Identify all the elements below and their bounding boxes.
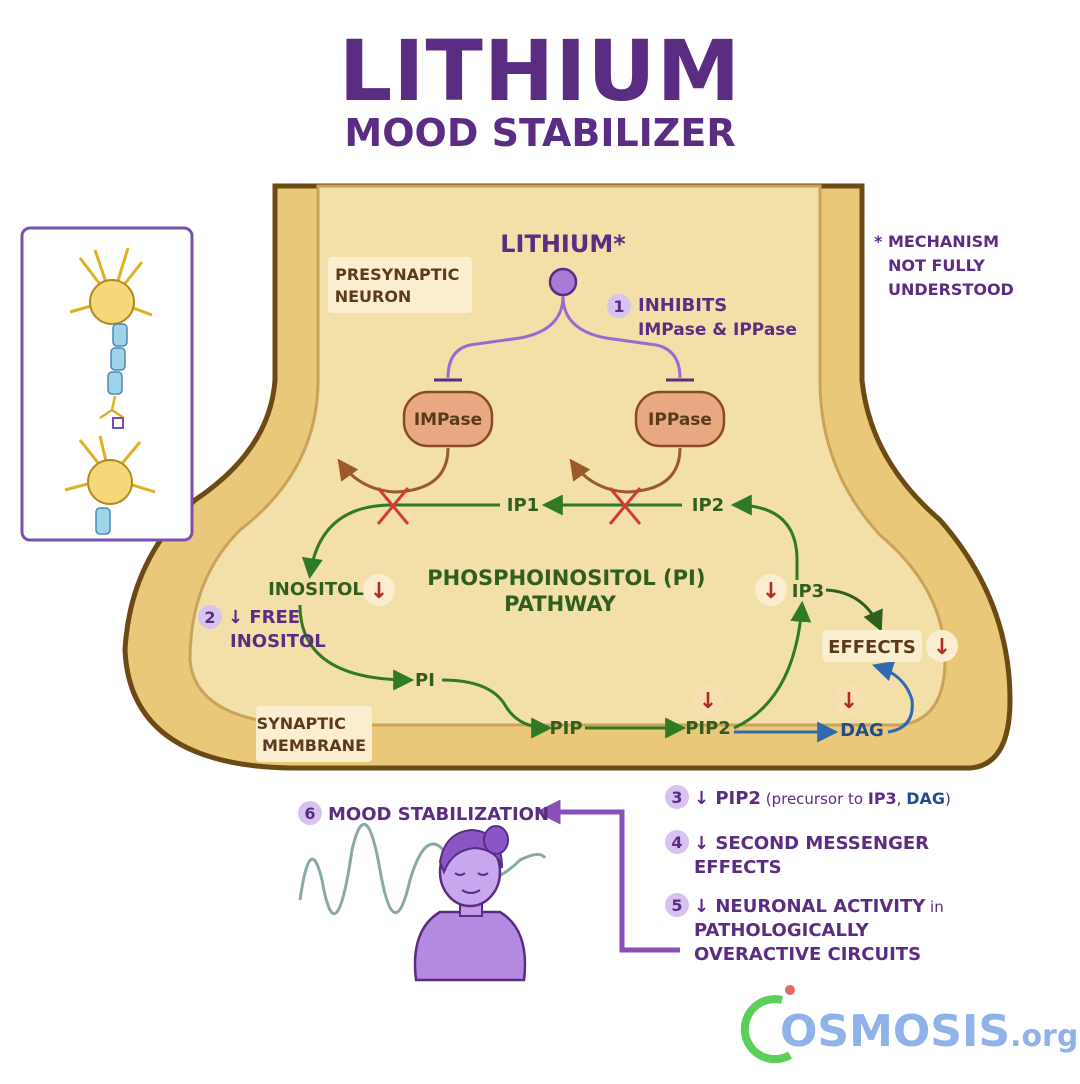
- step-5-badge: [665, 893, 689, 917]
- bottom-neuron-soma: [87, 459, 133, 505]
- decrease-pip2: ↓: [699, 689, 717, 714]
- step-1-text: INHIBITS IMPase & IPPase: [638, 295, 797, 340]
- step-3-num: 3: [671, 788, 682, 807]
- osmosis-logo: OSMOSIS.org: [740, 985, 1078, 1064]
- impase-enzyme: [402, 390, 494, 448]
- outcome-arrow: [535, 799, 680, 953]
- decrease-inositol: ↓: [370, 579, 388, 604]
- step-5-text: ↓ NEURONAL ACTIVITY in PATHOLOGICALLY OV…: [694, 896, 950, 965]
- step-3-badge: [665, 785, 689, 809]
- pi-label: PI: [415, 670, 435, 691]
- decrease-dag: ↓: [840, 689, 858, 714]
- step-6-badge: [298, 801, 322, 825]
- step-6-num: 6: [304, 804, 315, 823]
- pathway-title: PHOSPHOINOSITOL (PI) PATHWAY: [427, 566, 713, 616]
- ip2-label: IP2: [692, 495, 724, 516]
- effects-bg: [822, 630, 922, 662]
- dag-label: DAG: [840, 720, 884, 741]
- block-x-impase: [376, 487, 410, 525]
- ippase-label: IPPase: [648, 410, 712, 430]
- presynaptic-label: PRESYNAPTIC NEURON: [335, 265, 465, 306]
- pip-label: PIP: [549, 718, 582, 739]
- impase-label: IMPase: [414, 410, 482, 430]
- inhibition-lines: [434, 295, 694, 382]
- step-4-num: 4: [671, 833, 682, 852]
- lithium-label: LITHIUM*: [500, 230, 626, 258]
- membrane-label: SYNAPTIC MEMBRANE: [257, 714, 366, 755]
- neuron-inset: [20, 226, 194, 542]
- enzyme-arrows: [337, 447, 682, 494]
- footnote: * MECHANISM NOT FULLY UNDERSTOOD: [874, 232, 1014, 299]
- step-5-num: 5: [671, 896, 682, 915]
- step-1-num: 1: [613, 297, 624, 316]
- decrease-ip3: ↓: [762, 579, 780, 604]
- membrane-label-bg: [256, 706, 372, 762]
- block-x-ippase: [608, 487, 642, 525]
- zoom-box: [112, 417, 124, 429]
- lithium-ion: [548, 267, 578, 297]
- step-4-badge: [665, 830, 689, 854]
- step-2-text: ↓ FREE INOSITOL: [228, 607, 326, 652]
- osmosis-logo-mark: [740, 995, 793, 1064]
- effects-label: EFFECTS: [828, 637, 916, 658]
- osmosis-brand: OSMOSIS.org: [780, 1006, 1078, 1057]
- pip2-label: PIP2: [685, 718, 731, 739]
- green-pathway-arrows: [298, 494, 812, 739]
- step-4-text: ↓ SECOND MESSENGER EFFECTS: [694, 833, 935, 878]
- ip1-label: IP1: [507, 495, 539, 516]
- calm-person-illustration: [413, 825, 527, 982]
- ip3-effects-arrow: [825, 588, 883, 632]
- step-6-text: MOOD STABILIZATION: [328, 804, 549, 825]
- inositol-label: INOSITOL: [268, 579, 364, 600]
- axon-myelin: [107, 323, 128, 395]
- blue-arrows: [734, 660, 914, 743]
- decrease-badges: ↓ ↓ ↓ ↓ ↓: [363, 574, 958, 716]
- top-neuron-soma: [89, 279, 135, 325]
- ippase-enzyme: [634, 390, 726, 448]
- step-3-text: ↓ PIP2 (precursor to IP3, DAG): [694, 788, 951, 809]
- decrease-effects: ↓: [933, 635, 951, 660]
- step-1-badge: [607, 294, 631, 318]
- presynaptic-label-bg: [328, 257, 472, 313]
- step-2-num: 2: [204, 608, 215, 627]
- step-2-badge: [198, 605, 222, 629]
- page-subtitle: MOOD STABILIZER: [344, 111, 735, 155]
- page-title: LITHIUM: [339, 22, 741, 120]
- ip3-label: IP3: [792, 581, 824, 602]
